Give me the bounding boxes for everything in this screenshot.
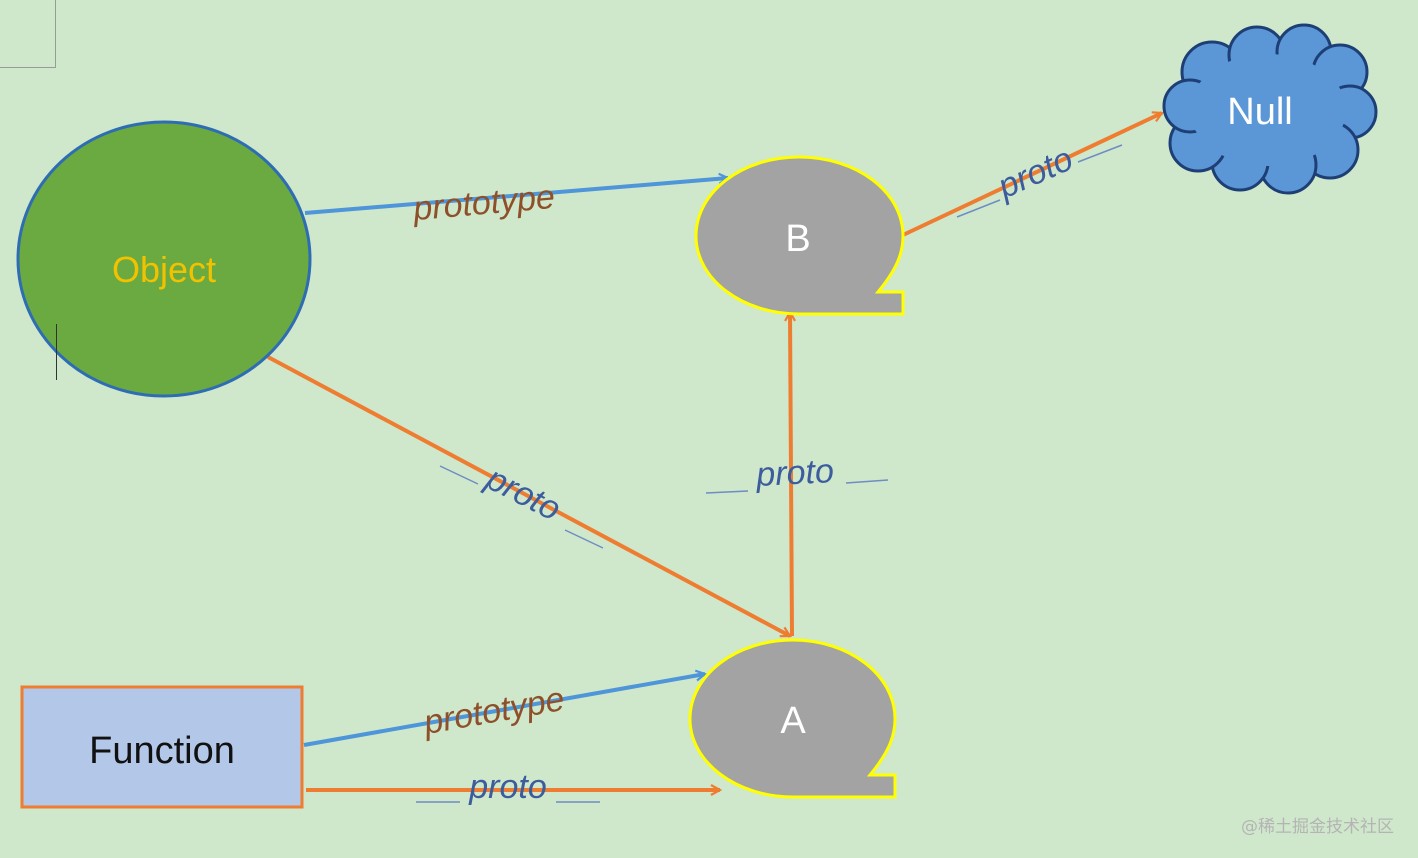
watermark: @稀土掘金技术社区 bbox=[1241, 817, 1394, 837]
node-function: Function bbox=[20, 685, 304, 809]
edge-b-to-null bbox=[902, 111, 1162, 237]
edge-label-b-to-null: proto bbox=[991, 140, 1078, 207]
node-null: Null bbox=[1162, 23, 1378, 195]
node-object: Object bbox=[16, 120, 312, 398]
proto-underscores bbox=[416, 144, 1123, 803]
node-null-label: Null bbox=[1227, 91, 1292, 133]
edge-object-to-a bbox=[267, 355, 790, 638]
edge-a-to-b bbox=[790, 312, 792, 637]
node-a-label: A bbox=[780, 700, 806, 742]
edge-label-function-to-a-prototype: prototype bbox=[420, 680, 567, 742]
page-corner-mark bbox=[0, 0, 56, 68]
node-function-label: Function bbox=[89, 730, 235, 772]
edge-label-a-to-b: proto bbox=[754, 452, 834, 494]
edge-object-to-b bbox=[304, 178, 728, 215]
node-b-label: B bbox=[785, 218, 810, 260]
node-object-label: Object bbox=[112, 249, 216, 290]
node-b: B bbox=[694, 155, 905, 316]
node-a: A bbox=[688, 638, 897, 799]
edge-label-object-to-b: prototype bbox=[411, 178, 557, 228]
cloud-fill bbox=[1190, 54, 1346, 166]
edge-label-object-to-a: proto bbox=[480, 459, 567, 528]
edge-function-to-a-prototype bbox=[303, 674, 705, 747]
text-cursor bbox=[56, 324, 57, 380]
edge-label-function-to-a-proto: proto bbox=[468, 768, 547, 806]
